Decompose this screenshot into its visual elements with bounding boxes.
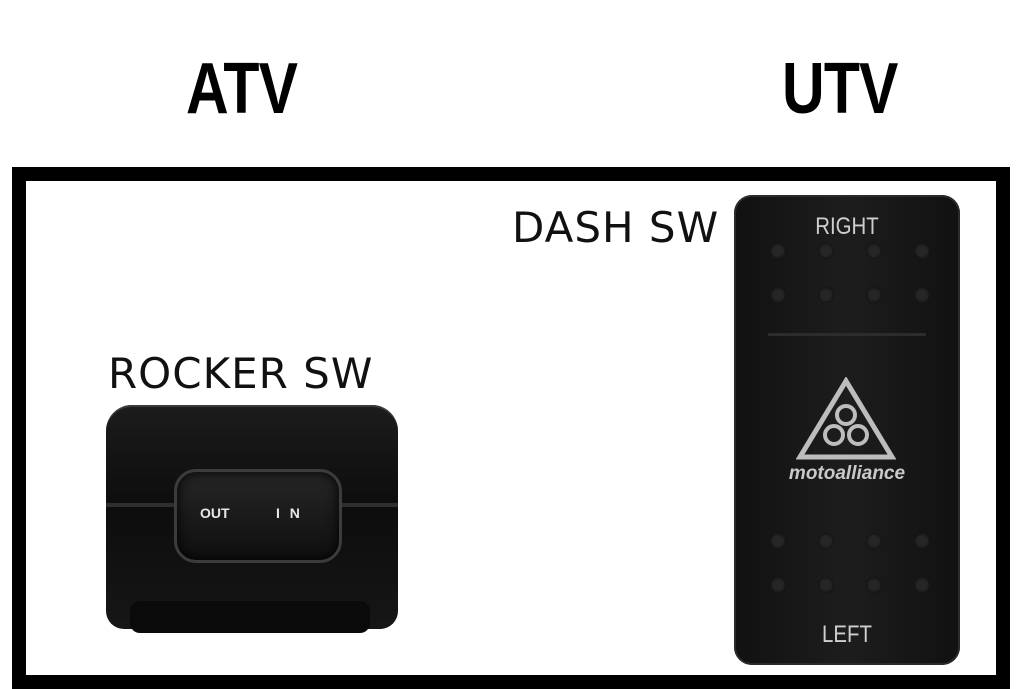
rocker-switch-base <box>130 601 370 633</box>
led-dot <box>770 243 786 259</box>
rocker-switch-paddle <box>174 469 342 563</box>
led-dot <box>866 533 882 549</box>
led-dot <box>770 533 786 549</box>
dash-left-marking: LEFT <box>822 621 872 648</box>
rocker-switch-label: ROCKER SW <box>108 349 374 398</box>
rocker-in-marking: I N <box>276 505 303 521</box>
led-dot <box>818 533 834 549</box>
led-dot <box>866 287 882 303</box>
dash-switch-label: DASH SW <box>512 203 720 252</box>
led-dot <box>914 577 930 593</box>
dash-switch-divider <box>768 333 926 336</box>
motoalliance-logo-icon <box>796 377 896 460</box>
switch-comparison-panel: DASH SW ROCKER SW OUT I N RIGHT motoalli… <box>12 167 1010 689</box>
led-dot <box>866 243 882 259</box>
led-dot <box>818 577 834 593</box>
atv-heading: ATV <box>186 49 298 129</box>
led-dot <box>818 287 834 303</box>
led-dot <box>914 533 930 549</box>
utv-heading: UTV <box>782 49 898 129</box>
rocker-out-marking: OUT <box>200 505 230 521</box>
led-dot <box>914 287 930 303</box>
led-dot <box>914 243 930 259</box>
dash-right-marking: RIGHT <box>815 213 879 240</box>
led-dot <box>770 287 786 303</box>
led-dot <box>866 577 882 593</box>
led-dot <box>818 243 834 259</box>
motoalliance-brand-text: motoalliance <box>788 463 906 484</box>
led-dot <box>770 577 786 593</box>
